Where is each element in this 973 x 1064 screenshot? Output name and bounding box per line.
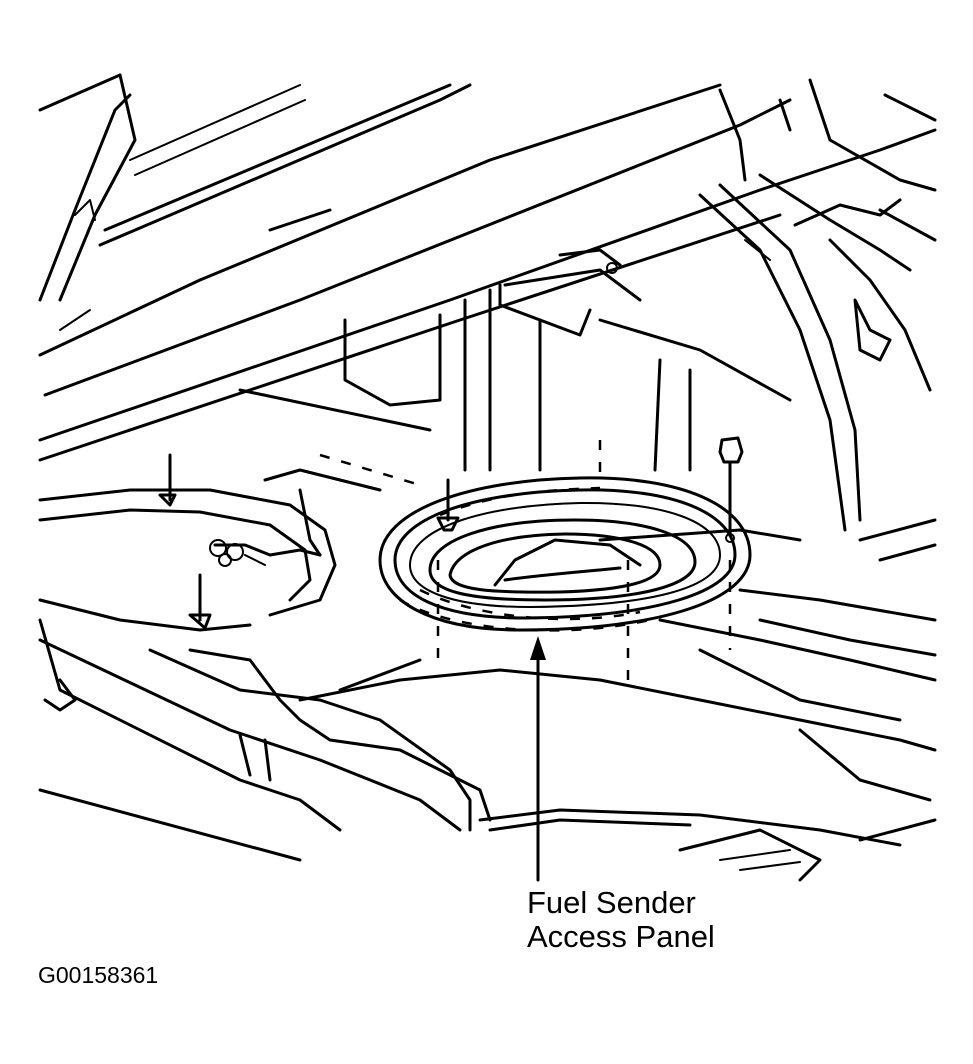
figure-code: G00158361: [38, 962, 159, 988]
access-panel: [378, 476, 752, 632]
callout-label: Fuel Sender Access Panel: [527, 886, 715, 954]
quarter-panel-structure: [698, 173, 937, 562]
center-bracket: [238, 248, 792, 472]
floor-pan: [38, 453, 937, 882]
rear-window-frame: [38, 73, 937, 462]
callout-arrow: [530, 636, 546, 882]
callout-line-1: Fuel Sender: [527, 885, 696, 920]
callout-line-2: Access Panel: [527, 919, 715, 954]
panel-fasteners: [436, 436, 744, 680]
sender-assembly: [158, 453, 322, 630]
